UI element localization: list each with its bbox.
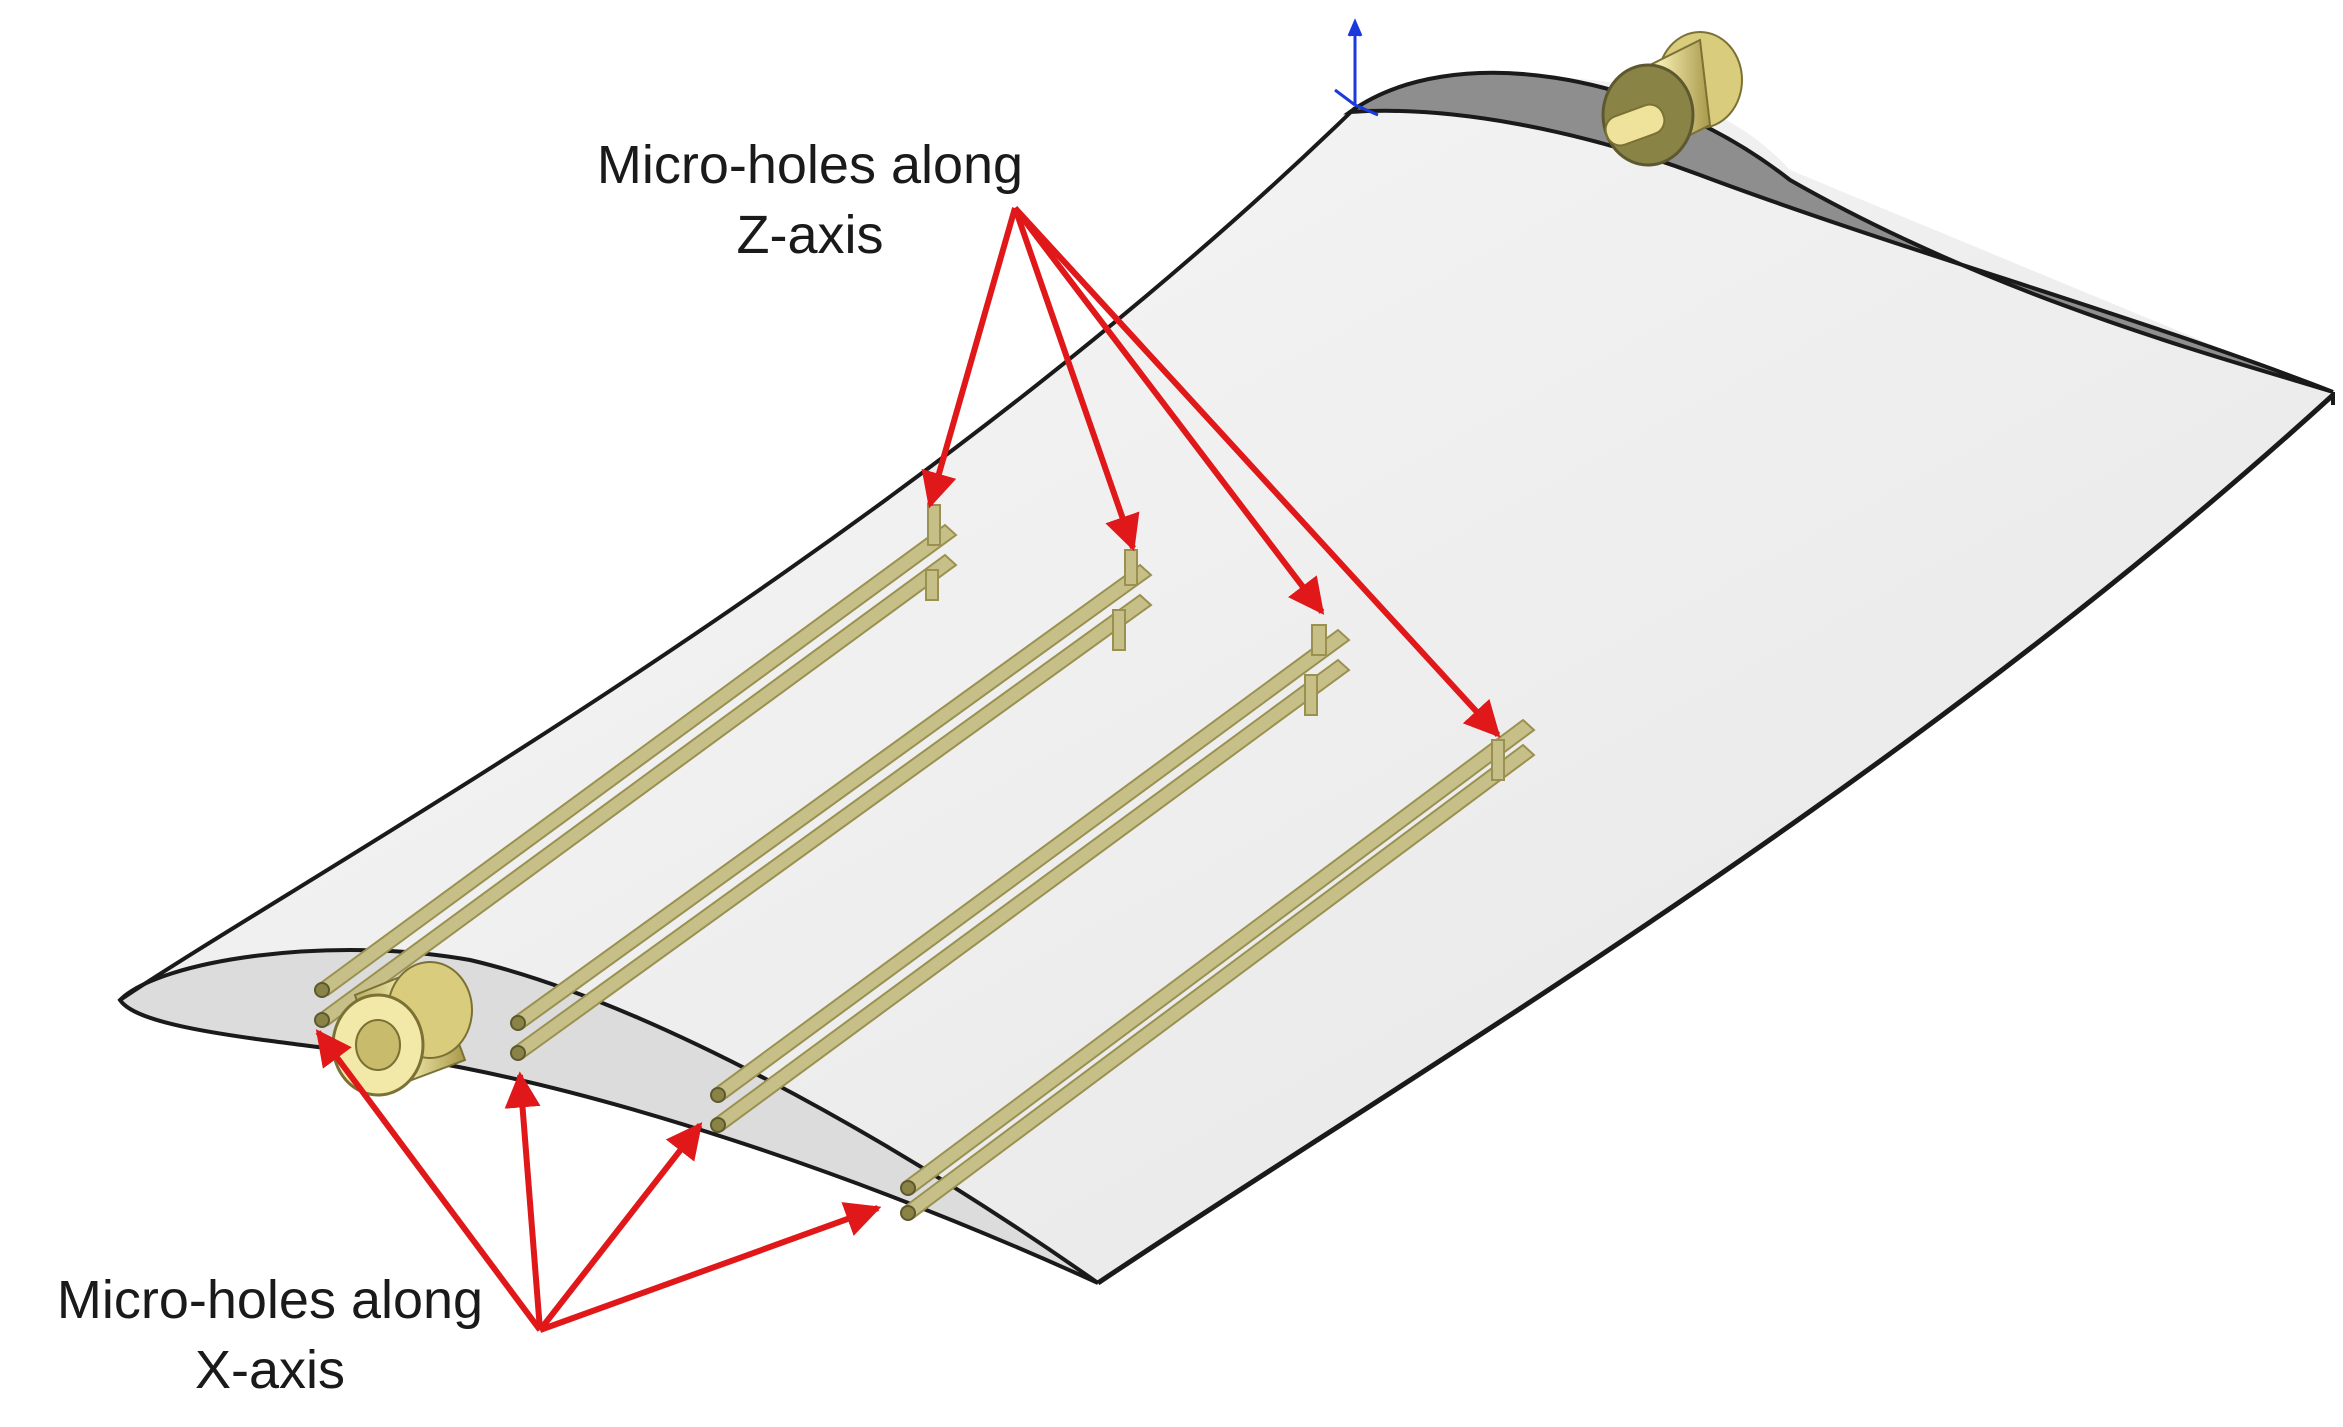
wing-leading-edge <box>118 106 1357 1002</box>
z-axis-label-line2: Z-axis <box>736 205 884 265</box>
z-axis-label: Micro-holes along Z-axis <box>520 130 1100 270</box>
wing-trailing-edge <box>1096 393 2335 1286</box>
z-axis-arrows <box>921 205 1501 738</box>
bushing-icon-near <box>331 961 473 1097</box>
x-axis-arrows <box>315 1029 882 1333</box>
z-axis-label-line1: Micro-holes along <box>596 135 1024 195</box>
x-axis-label-line1: Micro-holes along <box>56 1270 484 1330</box>
wing-surface <box>120 77 2333 1283</box>
coordinate-triad-icon <box>1334 18 1379 117</box>
x-axis-label-line2: X-axis <box>194 1340 346 1400</box>
x-axis-label: Micro-holes along X-axis <box>10 1265 530 1405</box>
x-axis-hole-ends <box>314 982 916 1221</box>
tube-group-1 <box>316 504 958 1027</box>
bushing-icon-far <box>1601 31 1743 167</box>
